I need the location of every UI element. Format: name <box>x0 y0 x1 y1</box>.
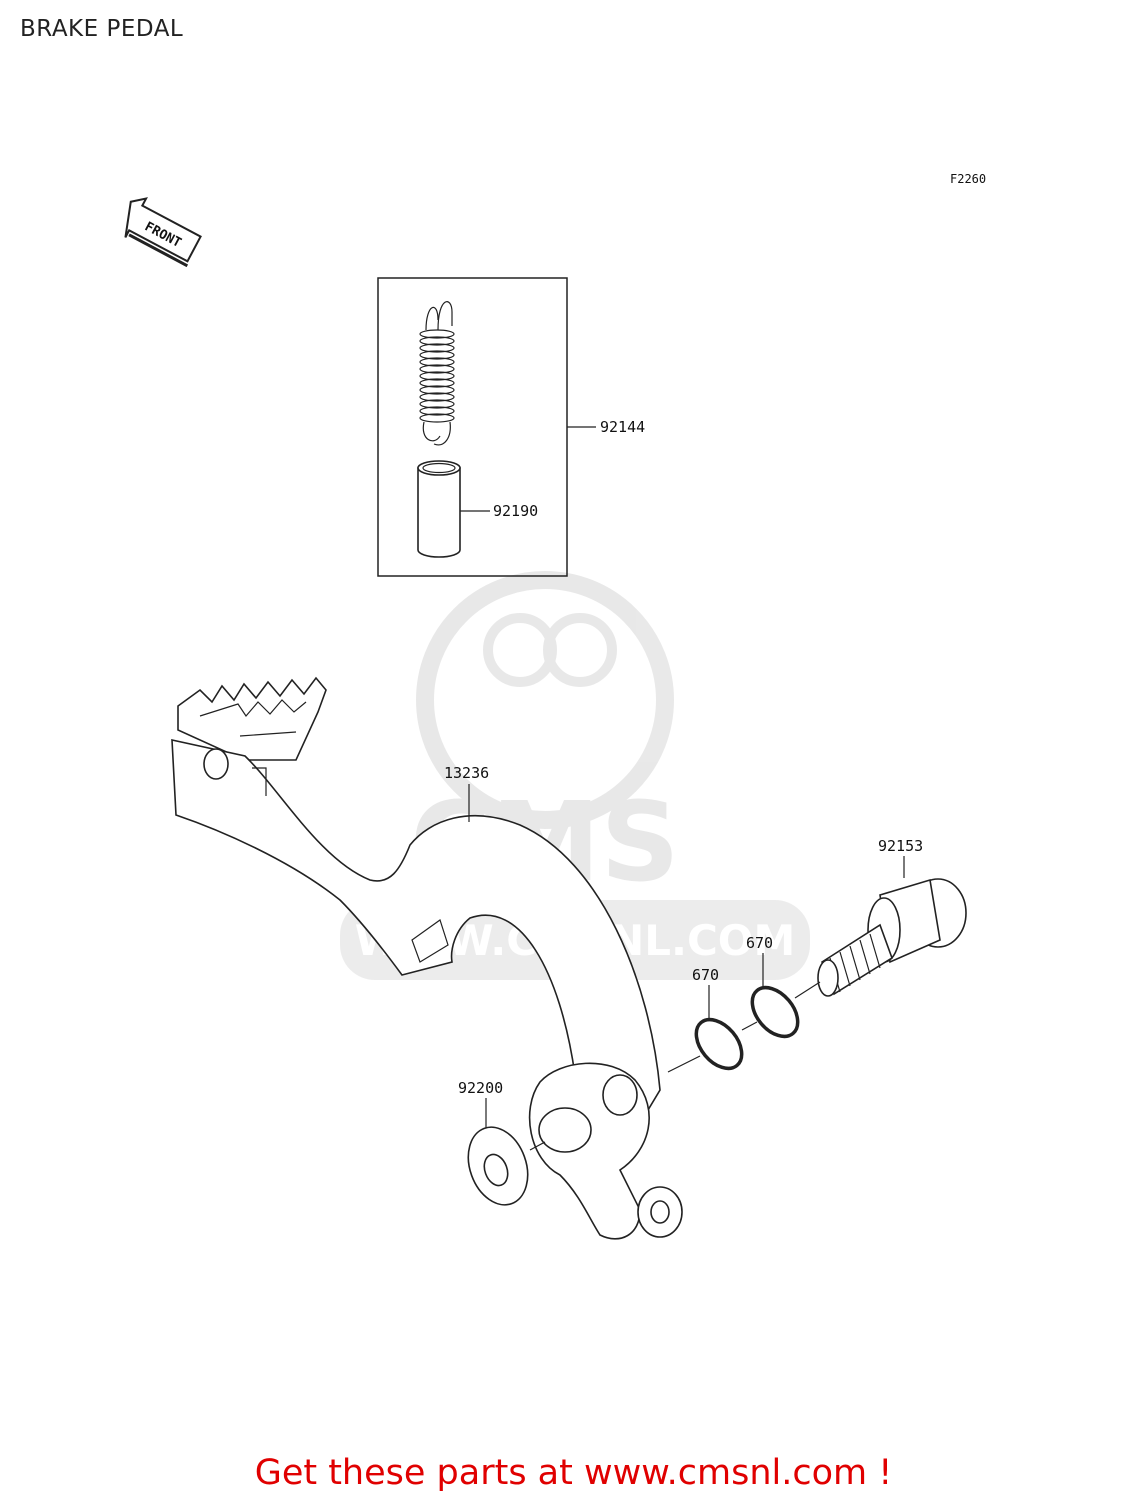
part-label-92190: 92190 <box>493 502 538 520</box>
brake-pedal-13236 <box>171 676 683 1240</box>
part-label-670-right: 670 <box>746 934 773 952</box>
figure-code: F2260 <box>950 172 986 186</box>
part-label-13236: 13236 <box>444 764 489 782</box>
part-label-92144: 92144 <box>600 418 645 436</box>
spring-92144 <box>419 301 455 446</box>
page-title: BRAKE PEDAL <box>20 16 184 42</box>
o-ring-670-right <box>750 985 800 1039</box>
get-parts-link[interactable]: Get these parts at www.cmsnl.com ! <box>254 1453 893 1493</box>
o-ring-670-left <box>694 1017 744 1071</box>
pivot-bolt-92153 <box>817 878 967 997</box>
front-arrow-icon: FRONT <box>124 197 202 268</box>
washer-92200 <box>467 1126 529 1206</box>
part-label-92200: 92200 <box>458 1079 503 1097</box>
part-label-92153: 92153 <box>878 837 923 855</box>
kit-box <box>377 277 568 577</box>
part-label-670-left: 670 <box>692 966 719 984</box>
collar-92190 <box>417 460 461 558</box>
